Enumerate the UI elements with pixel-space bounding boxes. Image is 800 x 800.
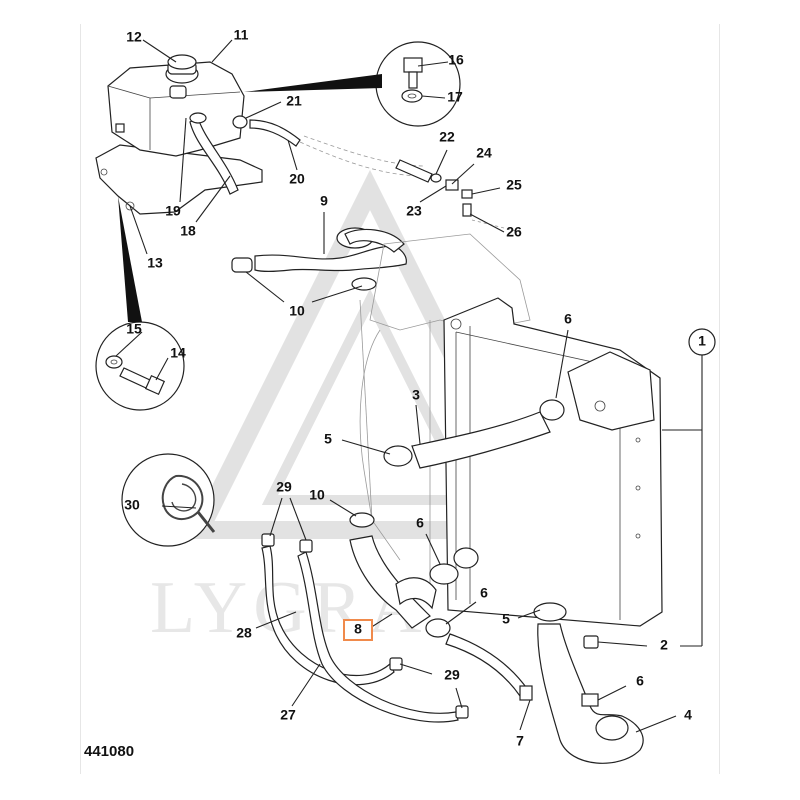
callout-19: 19 [165,203,181,219]
leader-lines [115,39,703,733]
callout-30: 30 [124,497,140,513]
callout-10a: 10 [289,303,305,319]
detail-bolt-washer-14-15 [95,321,185,411]
callout-18: 18 [180,223,196,239]
radiator-assembly-1 [443,297,663,649]
callout-16: 16 [448,52,464,68]
callout-9: 9 [320,193,328,209]
callout-5b: 5 [502,611,510,627]
callout-17: 17 [447,89,463,105]
callout-6c: 6 [480,585,488,601]
callout-2: 2 [660,637,668,653]
callout-12: 12 [126,29,142,45]
callout-6d: 6 [636,673,644,689]
upper-hose-9 [231,227,407,291]
callout-labels: 1 2 3 4 5 5 6 6 6 6 7 8 9 10 10 11 12 13… [84,27,716,760]
diagram-frame [80,24,720,774]
callout-22: 22 [439,129,455,145]
callout-1: 1 [698,333,706,349]
figure-number: 441080 [84,743,134,760]
callout-24: 24 [476,145,492,161]
callout-21: 21 [286,93,302,109]
callout-3: 3 [412,387,420,403]
detail-pointer-14-15 [118,196,142,322]
bottom-hose-8 [349,512,479,638]
callout-25: 25 [506,177,522,193]
callout-26: 26 [506,224,522,240]
highlight-box-8 [343,619,373,641]
callout-23: 23 [406,203,422,219]
callout-29b: 29 [444,667,460,683]
bypass-pipe-7 [445,633,533,701]
detail-pointer-16-17 [244,74,382,92]
callout-1-circle [688,328,716,356]
callout-4: 4 [684,707,692,723]
callout-10b: 10 [309,487,325,503]
callout-5a: 5 [324,431,332,447]
callout-8: 8 [354,621,362,637]
callout-6b: 6 [416,515,424,531]
callout-13: 13 [147,255,163,271]
detail-cable-tie-30 [121,453,216,547]
callout-11: 11 [234,27,249,43]
callout-27: 27 [280,707,296,723]
callout-6a: 6 [564,311,572,327]
callout-29a: 29 [276,479,292,495]
callout-14: 14 [170,345,186,361]
callout-15: 15 [126,321,142,337]
heater-hoses-27-28 [261,533,469,723]
bleed-fittings [395,159,521,233]
lower-hose-4 [533,602,644,764]
expansion-tank-assembly [95,54,263,215]
callout-7: 7 [516,733,524,749]
overflow-hose-20 [249,119,425,177]
callout-28: 28 [236,625,252,641]
callout-20: 20 [289,171,305,187]
top-hose-3 [383,399,565,469]
